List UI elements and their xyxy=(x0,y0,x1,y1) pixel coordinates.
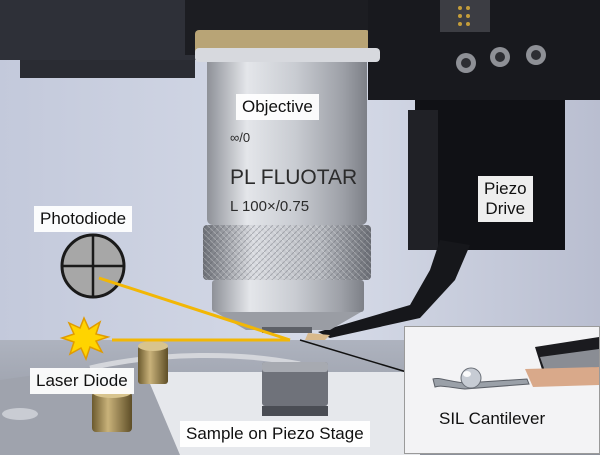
solid-immersion-lens xyxy=(460,367,482,389)
objective-barrel xyxy=(207,50,367,225)
reflected-laser-beam xyxy=(98,276,291,342)
objective-label: Objective xyxy=(236,94,319,120)
connector-pins xyxy=(458,6,470,26)
brass-post xyxy=(92,392,132,432)
sample-stage-label: Sample on Piezo Stage xyxy=(180,421,370,447)
laser-burst-icon xyxy=(59,316,111,362)
piezo-drive-label: Piezo Drive xyxy=(478,176,533,222)
photodiode-label: Photodiode xyxy=(34,206,133,232)
sil-cantilever-inset: SIL Cantilever xyxy=(404,326,600,454)
sil-cantilever-label: SIL Cantilever xyxy=(439,409,546,428)
lens-marking-spec: L 100×/0.75 xyxy=(230,198,309,215)
cantilever-beam xyxy=(432,378,530,390)
cantilever-arm xyxy=(318,240,470,338)
piezo-drive-label-line2: Drive xyxy=(485,199,526,218)
objective-nose xyxy=(212,280,364,312)
laser-diode-label: Laser Diode xyxy=(30,368,134,394)
lens-marking-infinity: ∞/0 xyxy=(230,130,250,145)
lens-marking-model: PL FLUOTAR xyxy=(230,166,357,189)
cantilever-chip xyxy=(525,367,599,387)
sil-cantilever-closeup xyxy=(405,327,599,453)
piezo-drive-body xyxy=(415,100,565,250)
brass-post xyxy=(138,346,168,384)
cable xyxy=(89,352,301,371)
sample-block xyxy=(262,362,328,406)
piezo-drive-label-line1: Piezo xyxy=(484,179,527,198)
